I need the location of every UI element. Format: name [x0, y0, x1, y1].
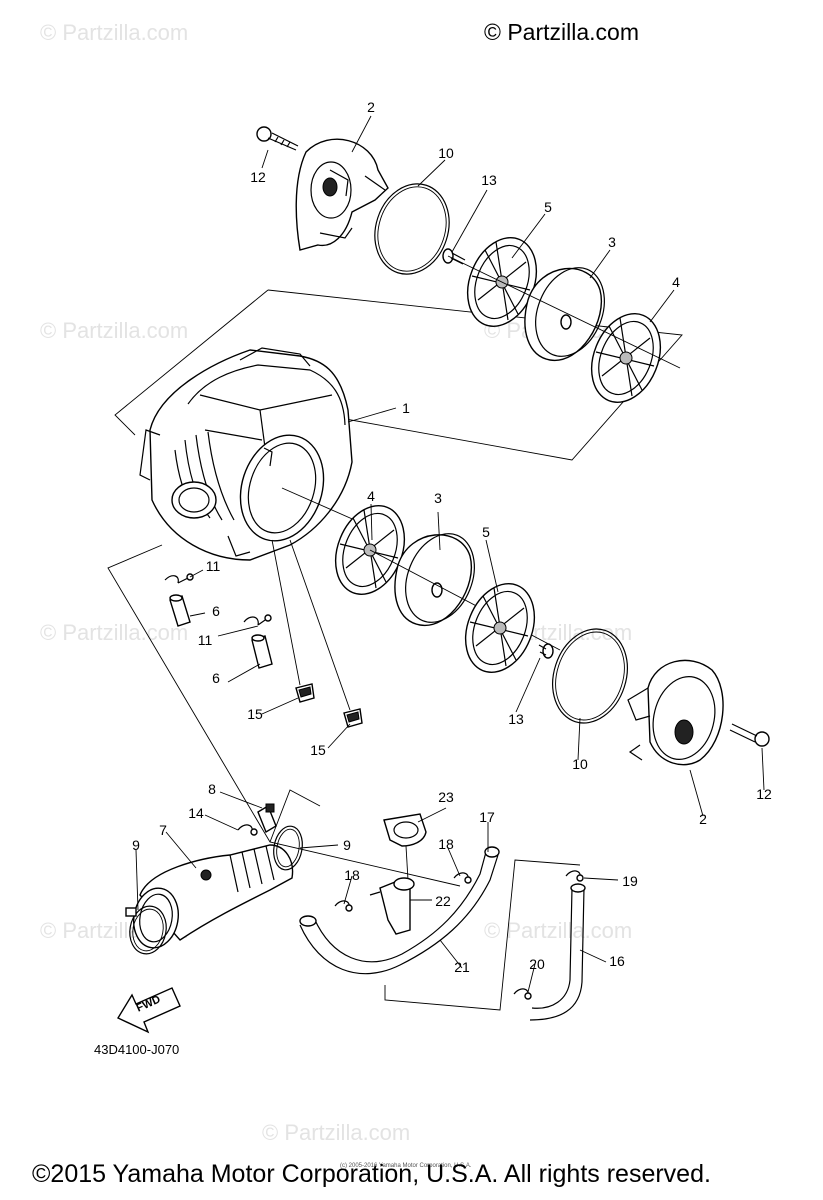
callout-number: 12 [250, 169, 266, 185]
leader-23 [405, 845, 409, 881]
callout-number: 19 [622, 873, 638, 889]
watermark: © Partzilla.com [40, 620, 189, 645]
clamp-part-18b [334, 900, 353, 912]
joint-part-8 [257, 803, 277, 834]
callout-number: 10 [438, 145, 454, 161]
callout-number: 1 [402, 400, 410, 416]
element-holder-4-top [590, 312, 662, 404]
callout-number: 11 [197, 632, 213, 648]
watermark: © Partzilla.com [40, 20, 189, 45]
drain-plug-15b [343, 708, 363, 728]
o-ring-top-inner [377, 186, 447, 272]
clamp-part-18a [453, 872, 472, 884]
air-cleaner-cover-top [295, 138, 389, 251]
callout-number: 18 [438, 836, 454, 852]
element-holder-5-middle [464, 582, 536, 674]
partzilla-copyright: © Partzilla.com [484, 19, 639, 45]
fwd-arrow-icon [116, 987, 181, 1034]
drain-plug-15 [295, 683, 315, 703]
callout-number: 15 [310, 742, 326, 758]
callout-number: 20 [529, 956, 545, 972]
callout-number: 5 [482, 524, 490, 540]
air-cleaner-case [139, 347, 353, 561]
screw-part-12-side [729, 723, 770, 747]
callout-number: 2 [699, 811, 707, 827]
o-ring-top [374, 183, 450, 275]
callout-number: 5 [544, 199, 552, 215]
watermark: © Partzilla.com [262, 1120, 411, 1145]
callout-number: 3 [434, 490, 442, 506]
callout-number: 9 [132, 837, 140, 853]
air-filter-element-top [524, 267, 605, 361]
callout-number: 4 [672, 274, 680, 290]
callout-number: 16 [609, 953, 625, 969]
callout-number: 14 [188, 805, 204, 821]
callout-number: 22 [435, 893, 451, 909]
callout-number: 15 [247, 706, 263, 722]
callout-number: 8 [208, 781, 216, 797]
callout-leader-lines [135, 115, 765, 993]
callout-number: 13 [508, 711, 524, 727]
callout-number: 9 [343, 837, 351, 853]
callout-number: 18 [344, 867, 360, 883]
assembly-frame-line [269, 789, 321, 843]
breather-joint-22 [369, 877, 415, 935]
clamp-part-14 [237, 824, 258, 836]
callout-number: 7 [159, 822, 167, 838]
callout-number: 17 [479, 809, 495, 825]
hose-part-6b [251, 634, 273, 669]
callout-number: 4 [367, 488, 375, 504]
callout-number: 12 [756, 786, 772, 802]
clamp-part-11b [243, 614, 272, 626]
callout-number: 6 [212, 670, 220, 686]
axis-line-top [447, 255, 681, 369]
callout-number: 21 [454, 959, 470, 975]
assembly-frame-line [114, 289, 269, 436]
clamp-part-11 [164, 573, 194, 584]
callout-number: 13 [481, 172, 497, 188]
assembly-frame-line [107, 544, 461, 887]
clamp-part-20 [513, 988, 532, 1000]
leader-lines-plugs [271, 539, 351, 711]
callout-number: 6 [212, 603, 220, 619]
callout-number: 10 [572, 756, 588, 772]
callout-number: 23 [438, 789, 454, 805]
clamp-part-9-left [125, 905, 167, 955]
yamaha-copyright: ©2015 Yamaha Motor Corporation, U.S.A. A… [32, 1160, 711, 1188]
screw-part-12-top [256, 126, 299, 151]
breather-hose-21 [299, 846, 500, 975]
clamp-part-19 [565, 870, 584, 882]
breather-hose-16 [529, 883, 586, 1021]
screw-part-13-top [442, 248, 466, 265]
diagram-code: 43D4100-J070 [94, 1042, 180, 1057]
o-ring-middle-inner [555, 631, 625, 721]
clip-part-23 [383, 813, 427, 847]
o-ring-middle [552, 628, 628, 724]
air-cleaner-cover-side [627, 659, 724, 766]
callout-number: 2 [367, 99, 375, 115]
screw-part-13-middle [538, 643, 554, 659]
intake-joint-7 [133, 844, 294, 949]
callout-number: 3 [608, 234, 616, 250]
air-filter-element-middle [394, 533, 475, 626]
clamp-part-9-right [273, 825, 303, 871]
watermark: © Partzilla.com [40, 318, 189, 343]
hose-part-6 [169, 594, 191, 627]
assembly-frame-line [384, 859, 581, 1011]
callout-number: 11 [205, 558, 221, 574]
tiny-credit-text: (c) 2005-2016 Yamaha Motor Corporation, … [340, 1163, 472, 1169]
